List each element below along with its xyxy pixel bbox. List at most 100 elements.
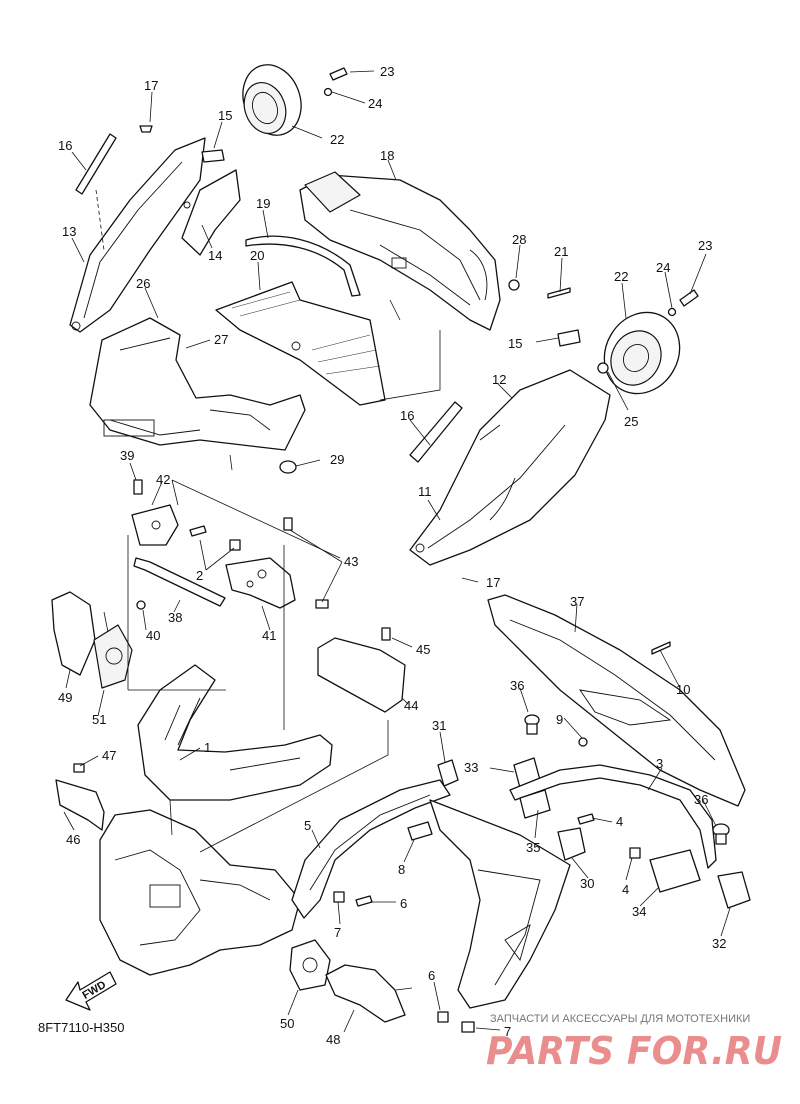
callout-28: 28	[512, 232, 526, 247]
callout-23-right: 23	[698, 238, 712, 253]
callout-34: 34	[632, 904, 646, 919]
callout-25: 25	[624, 414, 638, 429]
callout-20: 20	[250, 248, 264, 263]
part-25	[597, 362, 609, 374]
callout-40: 40	[146, 628, 160, 643]
part-31	[437, 759, 459, 787]
callout-19: 19	[256, 196, 270, 211]
part-6-b	[437, 1011, 449, 1023]
callout-45: 45	[416, 642, 430, 657]
callout-29: 29	[330, 452, 344, 467]
part-32	[717, 871, 751, 909]
callout-18: 18	[380, 148, 394, 163]
callout-33: 33	[464, 760, 478, 775]
part-4-b	[629, 847, 641, 859]
callout-3: 3	[656, 756, 663, 771]
callout-5: 5	[304, 818, 311, 833]
part-14	[181, 169, 241, 256]
part-lower-fairing	[429, 799, 571, 1009]
callout-36-b: 36	[694, 792, 708, 807]
callout-4-a: 4	[616, 814, 623, 829]
callout-41: 41	[262, 628, 276, 643]
callout-7-b: 7	[504, 1024, 511, 1039]
part-21	[547, 287, 571, 299]
part-16-left	[75, 133, 117, 195]
part-7-b	[461, 1021, 475, 1033]
part-29	[279, 460, 297, 474]
part-13	[69, 137, 206, 333]
part-26-27	[89, 317, 306, 451]
part-36-b	[712, 823, 730, 845]
callout-26: 26	[136, 276, 150, 291]
part-38	[133, 557, 226, 607]
callout-49: 49	[58, 690, 72, 705]
callout-6-a: 6	[400, 896, 407, 911]
part-17-top	[139, 125, 153, 133]
callout-21: 21	[554, 244, 568, 259]
parts-drawing	[51, 64, 751, 1033]
callout-14: 14	[208, 248, 222, 263]
watermark-logo: PARTS FOR.RU	[486, 1029, 782, 1073]
part-3	[509, 764, 717, 869]
callout-10: 10	[676, 682, 690, 697]
callout-23-top: 23	[380, 64, 394, 79]
callout-36-a: 36	[510, 678, 524, 693]
part-23-24-right	[667, 289, 699, 317]
callout-46: 46	[66, 832, 80, 847]
part-4-a	[577, 813, 595, 825]
part-10	[651, 641, 671, 655]
part-41	[225, 557, 296, 609]
watermark: ЗАПЧАСТИ И АКСЕССУАРЫ ДЛЯ МОТОТЕХНИКИ PA…	[486, 1013, 782, 1073]
part-9	[578, 737, 588, 747]
part-1	[137, 664, 333, 801]
callout-44: 44	[404, 698, 418, 713]
part-15-right	[557, 329, 581, 347]
part-18	[299, 171, 501, 331]
part-20	[215, 281, 386, 406]
part-34	[649, 849, 701, 893]
callout-42: 42	[156, 472, 170, 487]
part-49-51	[51, 591, 133, 689]
part-22-right	[603, 311, 681, 395]
callout-24-top: 24	[368, 96, 382, 111]
callout-6-b: 6	[428, 968, 435, 983]
callout-35: 35	[526, 840, 540, 855]
part-44-45	[317, 627, 406, 713]
callout-1: 1	[204, 740, 211, 755]
part-2-a	[189, 525, 207, 537]
callout-31: 31	[432, 718, 446, 733]
part-28	[508, 279, 520, 291]
callout-47: 47	[102, 748, 116, 763]
callout-39: 39	[120, 448, 134, 463]
part-16-right	[409, 401, 463, 463]
callout-9: 9	[556, 712, 563, 727]
diagram-code: 8FT7110-H350	[38, 1020, 124, 1035]
callout-15-right: 15	[508, 336, 522, 351]
part-15-top	[201, 149, 225, 163]
callout-27: 27	[214, 332, 228, 347]
part-19	[245, 235, 361, 297]
callout-16-left: 16	[58, 138, 72, 153]
part-22-top	[242, 64, 302, 136]
callout-32: 32	[712, 936, 726, 951]
callout-11: 11	[418, 484, 432, 499]
part-6-a	[355, 895, 373, 907]
part-7-a	[333, 891, 345, 903]
part-8	[407, 821, 433, 841]
callout-4-b: 4	[622, 882, 629, 897]
part-37	[487, 594, 746, 807]
callout-2: 2	[196, 568, 203, 583]
part-11-12	[409, 369, 611, 566]
part-36-a	[524, 714, 540, 735]
callout-15-top: 15	[218, 108, 232, 123]
callout-12: 12	[492, 372, 506, 387]
callout-37: 37	[570, 594, 584, 609]
callout-8: 8	[398, 862, 405, 877]
fwd-direction-arrow: FWD	[65, 971, 117, 1011]
part-42	[131, 504, 179, 546]
part-48	[325, 964, 413, 1023]
watermark-tagline: ЗАПЧАСТИ И АКСЕССУАРЫ ДЛЯ МОТОТЕХНИКИ	[490, 1013, 750, 1025]
leader-lines	[63, 70, 731, 1033]
part-frame	[99, 809, 301, 976]
